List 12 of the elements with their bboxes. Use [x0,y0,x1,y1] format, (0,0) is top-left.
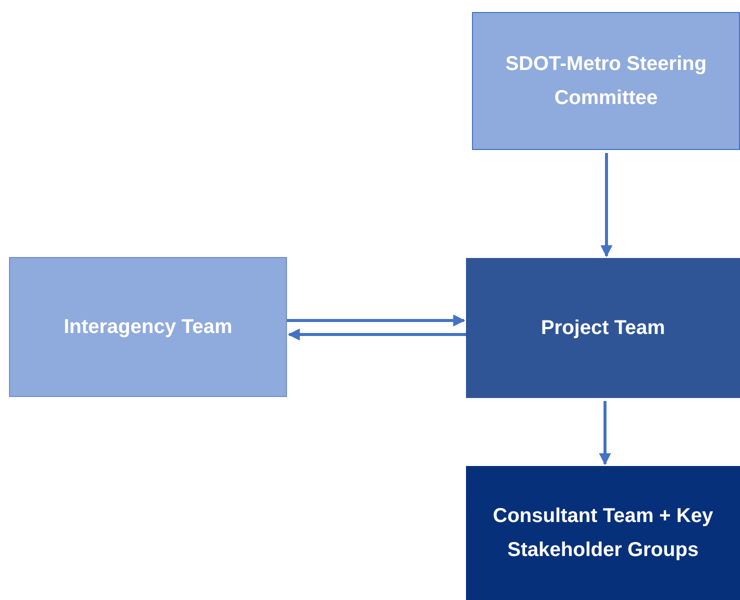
box-label: Consultant Team + Key Stakeholder Groups [492,504,714,563]
process-box [466,258,740,398]
arrow [600,153,612,258]
arrow [599,401,611,466]
box-label: SDOT-Metro Steering Committee [504,52,708,111]
arrow [287,314,466,326]
box-label: Project Team [540,316,666,341]
box-label: Interagency Team [64,315,232,340]
process-box [9,257,287,397]
arrow [288,328,466,340]
process-box [472,12,740,150]
process-box [466,466,740,600]
